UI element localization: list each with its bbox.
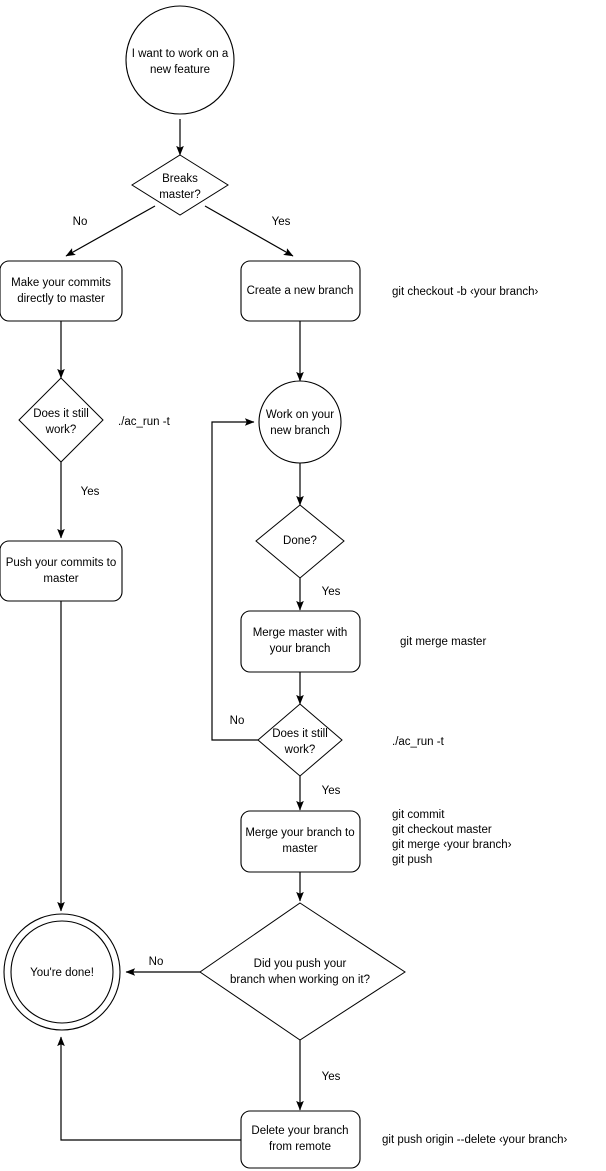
node-does-it-work-left[interactable]: Does it still work? (18, 377, 104, 463)
edge-label-yes-did-push: Yes (322, 1071, 341, 1083)
edge-label-no-did-push: No (149, 956, 164, 968)
node-create-branch[interactable]: Create a new branch (240, 260, 361, 322)
node-start-line1: I want to work on a (132, 48, 229, 60)
node-breaks-master[interactable]: Breaks master? (131, 154, 229, 216)
node-delete-branch-line1: Delete your branch (251, 1125, 348, 1137)
node-work-on-branch-line1: Work on your (266, 409, 334, 421)
edge-label-yes-work-right: Yes (322, 785, 341, 797)
node-delete-branch[interactable]: Delete your branch from remote (240, 1110, 361, 1169)
node-did-you-push-line1: Did you push your (254, 958, 347, 970)
edge-breaks-no-to-make-commits (65, 205, 156, 257)
node-does-it-work-right-line1: Does it still (272, 728, 328, 740)
node-make-commits-line2: directly to master (17, 293, 105, 305)
annotation-git-push-origin-delete: git push origin --delete ‹your branch› (382, 1134, 568, 1146)
edge-label-no-breaks: No (73, 216, 88, 228)
node-work-on-branch-line2: new branch (270, 425, 329, 437)
node-does-it-work-right-line2: work? (284, 744, 316, 756)
node-work-on-branch[interactable]: Work on your new branch (258, 380, 342, 464)
node-does-it-work-left-line2: work? (45, 424, 77, 436)
edge-breaks-yes-to-create-branch (204, 205, 294, 257)
node-youre-done[interactable]: You're done! (3, 913, 121, 1031)
node-youre-done-line1: You're done! (30, 967, 94, 979)
node-start-line2: new feature (150, 64, 210, 76)
node-merge-master-line2: your branch (270, 643, 331, 655)
node-done-question[interactable]: Done? (255, 504, 345, 579)
node-start[interactable]: I want to work on a new feature (125, 5, 235, 115)
annotation-merge-block-line4: git push (392, 854, 432, 866)
node-done-question-line1: Done? (283, 535, 317, 547)
node-breaks-master-line2: master? (159, 189, 201, 201)
node-merge-branch[interactable]: Merge your branch to master (240, 810, 361, 873)
node-push-commits-line1: Push your commits to (6, 557, 117, 569)
annotation-merge-block-line2: git checkout master (392, 824, 492, 836)
annotations-layer: git checkout -b ‹your branch› ./ac_run -… (118, 286, 568, 1146)
edge-label-yes-breaks: Yes (272, 216, 291, 228)
annotation-ac-run-left: ./ac_run -t (118, 416, 171, 428)
node-create-branch-line1: Create a new branch (247, 285, 354, 297)
node-merge-branch-line1: Merge your branch to (245, 827, 354, 839)
node-push-commits-line2: master (43, 573, 78, 585)
node-merge-branch-line2: master (282, 843, 317, 855)
node-merge-master[interactable]: Merge master with your branch (240, 610, 361, 673)
annotation-ac-run-right: ./ac_run -t (392, 736, 445, 748)
edge-label-yes-work-left: Yes (81, 486, 100, 498)
annotation-git-merge-master: git merge master (400, 636, 486, 648)
node-did-you-push[interactable]: Did you push your branch when working on… (199, 902, 406, 1041)
edge-label-no-work-right: No (230, 715, 245, 727)
node-merge-master-line1: Merge master with (253, 627, 348, 639)
annotation-merge-block-line1: git commit (392, 809, 445, 821)
annotation-git-checkout-b: git checkout -b ‹your branch› (392, 286, 539, 298)
node-make-commits[interactable]: Make your commits directly to master (0, 260, 123, 322)
connectors-layer (57, 119, 304, 1141)
node-did-you-push-line2: branch when working on it? (230, 974, 370, 986)
edge-does-work-right-no-loop (211, 418, 258, 741)
node-does-it-work-right[interactable]: Does it still work? (257, 703, 343, 777)
annotation-merge-block-line3: git merge ‹your branch› (392, 839, 512, 851)
nodes-layer: I want to work on a new feature Breaks m… (0, 5, 406, 1169)
node-push-commits[interactable]: Push your commits to master (0, 540, 123, 602)
node-breaks-master-line1: Breaks (162, 173, 198, 185)
edge-labels-layer: No Yes Yes Yes No Yes No Yes (73, 216, 341, 1083)
node-delete-branch-line2: from remote (269, 1141, 331, 1153)
edge-label-yes-done: Yes (322, 586, 341, 598)
node-does-it-work-left-line1: Does it still (33, 408, 89, 420)
edge-delete-branch-to-youre-done (57, 1036, 241, 1141)
node-make-commits-line1: Make your commits (11, 277, 111, 289)
